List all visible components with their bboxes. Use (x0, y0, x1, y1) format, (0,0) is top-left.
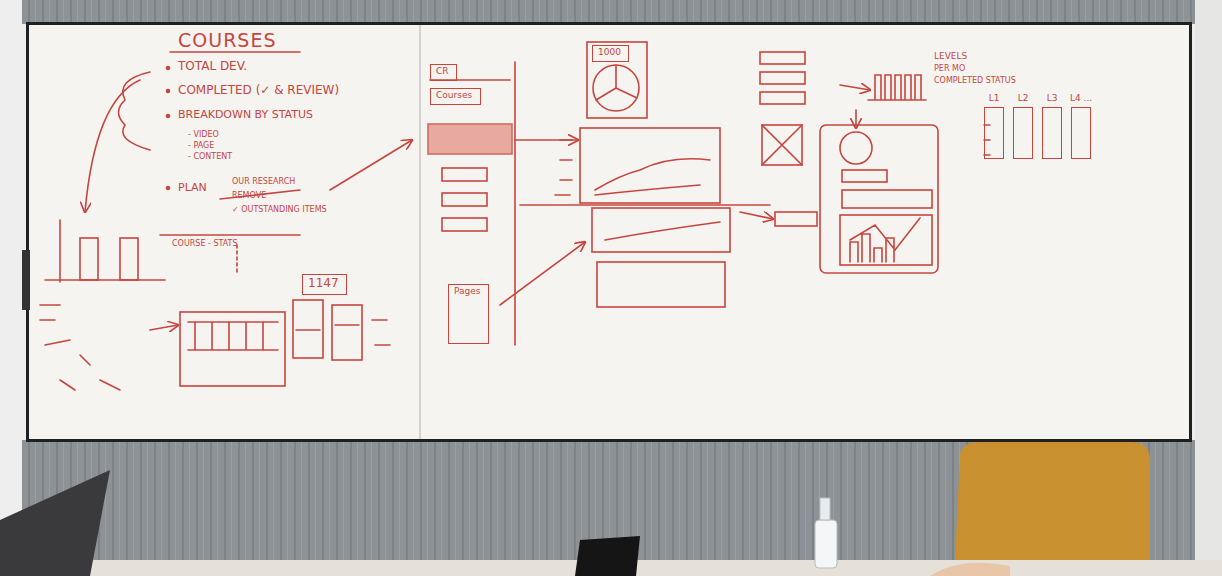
box-text: CR (436, 67, 451, 77)
sketch-box: Pages (448, 284, 489, 344)
level-bar: L2 (1013, 94, 1033, 159)
marker-note: PLAN (178, 182, 207, 194)
board-heading: COURSES (178, 30, 276, 51)
marker-note: ✓ OUTSTANDING ITEMS (232, 206, 327, 215)
sketch-box: Courses (430, 88, 481, 105)
sketch-box: CR (430, 64, 457, 81)
level-bar: L4 ... (1070, 94, 1092, 159)
marker-note: PER MO (934, 65, 965, 74)
bar-outline (1071, 107, 1091, 159)
marker-note: - CONTENT (188, 153, 232, 162)
marker-note: - VIDEO (188, 131, 219, 140)
marker-note: OUR RESEARCH (232, 178, 295, 187)
level-bar: L3 (1042, 94, 1062, 159)
marker-note: LEVELS (934, 52, 967, 62)
sketch-box: 1147 (302, 274, 347, 295)
marker-note: COURSE - STATS (172, 240, 238, 249)
sketch-box: 1000 (592, 45, 629, 62)
box-text: L2 (1013, 94, 1033, 104)
box-text: L1 (984, 94, 1004, 104)
box-text: 1147 (308, 277, 341, 290)
box-text: 1000 (598, 48, 623, 58)
bar-outline (984, 107, 1004, 159)
level-bar: L1 (984, 94, 1004, 159)
marker-note: COMPLETED (✓ & REVIEW) (178, 84, 339, 97)
marker-note: COMPLETED STATUS (934, 77, 1016, 86)
box-text: Courses (436, 91, 475, 101)
marker-note: TOTAL DEV. (178, 60, 247, 73)
bar-outline (1042, 107, 1062, 159)
marker-note: REMOVE (232, 192, 266, 201)
bar-outline (1013, 107, 1033, 159)
marker-note: - PAGE (188, 142, 214, 151)
box-text: Pages (454, 287, 483, 297)
marker-note: BREAKDOWN BY STATUS (178, 109, 313, 121)
box-text: L4 ... (1070, 94, 1092, 104)
box-text: L3 (1042, 94, 1062, 104)
